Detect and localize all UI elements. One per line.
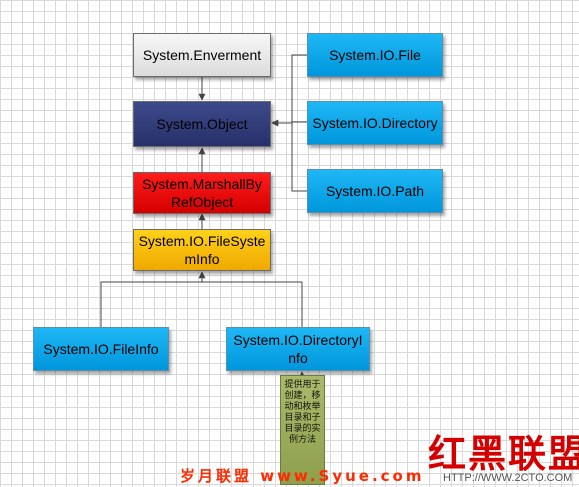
node-system-io-file: System.IO.File	[307, 33, 443, 77]
node-label: System.IO.Path	[325, 183, 425, 199]
watermark-2cto-url: HTTP://WWW.2CTO.COM	[443, 472, 573, 484]
node-label: System.MarshallByRefObject	[142, 176, 262, 210]
node-system-io-fileinfo: System.IO.FileInfo	[33, 327, 169, 371]
node-system-io-filesysteminfo: System.IO.FileSystemInfo	[133, 229, 271, 271]
node-label: System.IO.DirectoryInfo	[233, 332, 363, 366]
node-system-enverment: System.Enverment	[133, 33, 271, 77]
node-label: System.IO.Directory	[312, 115, 438, 131]
node-system-io-directory: System.IO.Directory	[307, 101, 443, 145]
node-system-marshallbyrefobject: System.MarshallByRefObject	[133, 172, 271, 214]
node-system-io-path: System.IO.Path	[307, 169, 443, 213]
note-directoryinfo-description: 提供用于创建，移动和枚举目录和子目录的实例方法	[280, 375, 325, 485]
line-file-bracket	[291, 54, 307, 192]
watermark-syue: 岁月联盟 www.Syue.com	[180, 467, 425, 485]
node-label: System.IO.File	[329, 47, 421, 63]
node-label: System.Object	[156, 116, 248, 132]
node-label: System.Enverment	[142, 47, 262, 63]
node-label: System.IO.FileInfo	[43, 341, 159, 357]
node-label: System.IO.FileSystemInfo	[138, 233, 266, 267]
line-fileinfo-tree	[100, 281, 303, 327]
node-system-object: System.Object	[133, 101, 271, 147]
node-system-io-directoryinfo: System.IO.DirectoryInfo	[226, 327, 370, 371]
watermark-2cto-logo: 红黑联盟	[428, 431, 579, 476]
